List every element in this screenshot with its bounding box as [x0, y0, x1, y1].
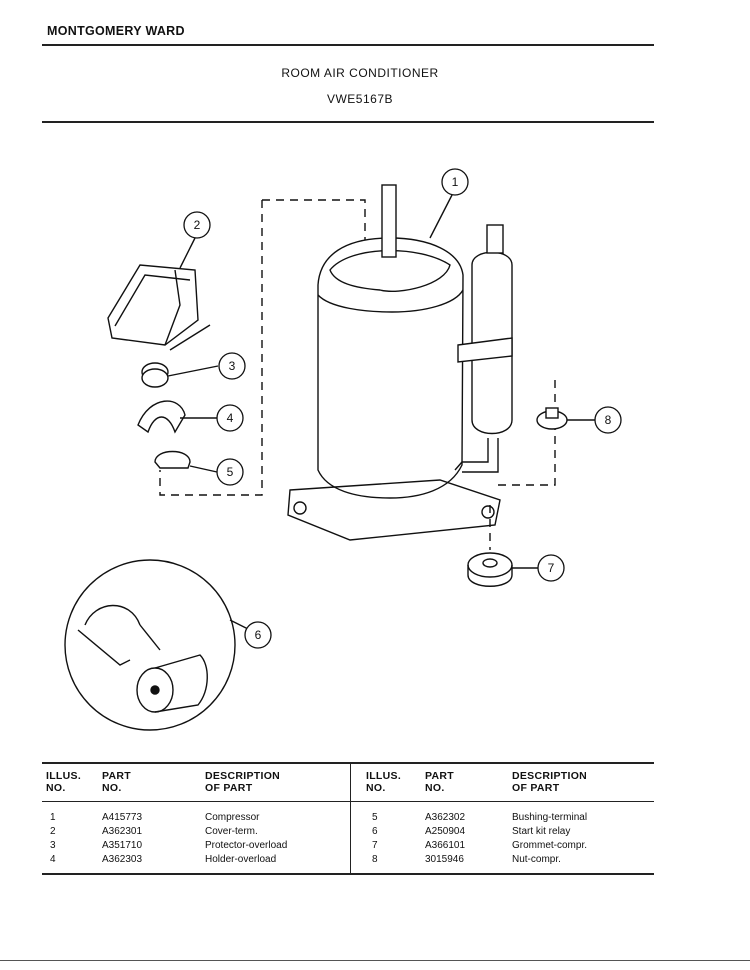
table-row-desc: Nut-compr. [512, 854, 561, 865]
table-row-illus: 2 [50, 826, 56, 837]
table-row-desc: Protector-overload [205, 840, 288, 851]
table-row-desc: Compressor [205, 812, 260, 823]
table-row-illus: 8 [372, 854, 378, 865]
callout-4: 4 [227, 411, 234, 425]
leader-lines [179, 194, 453, 269]
callout-8: 8 [605, 413, 612, 427]
table-row-part: A362301 [102, 826, 143, 837]
table-row-illus: 4 [50, 854, 56, 865]
table-row-illus: 6 [372, 826, 378, 837]
table-row-illus: 3 [50, 840, 56, 851]
callout-5: 5 [227, 465, 234, 479]
table-row-illus: 5 [372, 812, 378, 823]
table-row-part: A362302 [425, 812, 466, 823]
header-rule [42, 44, 654, 46]
grommet-illustration [467, 552, 538, 587]
compressor-illustration [287, 184, 513, 541]
table-row-illus: 1 [50, 812, 56, 823]
table-top-rule [42, 762, 654, 764]
model-number: VWE5167B [326, 92, 394, 106]
table-divider [350, 762, 352, 874]
table-row-desc: Grommet-compr. [512, 840, 588, 851]
title-rule [42, 121, 654, 123]
terminal-cover-illustration [107, 264, 211, 351]
table-row-part: A415773 [102, 812, 143, 823]
page-title: ROOM AIR CONDITIONER [281, 66, 439, 80]
table-row-desc: Bushing-terminal [512, 812, 588, 823]
header-illus-right: ILLUS.NO. [366, 770, 402, 794]
header-illus: ILLUS.NO. [46, 770, 82, 794]
header-rule-bottom [42, 801, 654, 802]
page-footer-rule [0, 960, 750, 961]
table-row-desc: Start kit relay [512, 826, 571, 837]
callout-6: 6 [255, 628, 262, 642]
table-row-desc: Holder-overload [205, 854, 277, 865]
dashed-group-left [159, 199, 366, 496]
table-row-part: 3015946 [425, 854, 464, 865]
overload-protector-illustration [141, 362, 219, 388]
callout-7: 7 [548, 561, 555, 575]
bushing-terminal-illustration [154, 450, 218, 473]
table-row-illus: 7 [372, 840, 378, 851]
table-bottom-rule [42, 873, 654, 875]
brand-name: MONTGOMERY WARD [47, 24, 185, 38]
table-row-desc: Cover-term. [205, 826, 258, 837]
table-row-part: A351710 [102, 840, 143, 851]
start-kit-relay-illustration [64, 559, 251, 731]
table-row-part: A366101 [425, 840, 466, 851]
callout-3: 3 [229, 359, 236, 373]
callout-2: 2 [194, 218, 201, 232]
nut-illustration [536, 407, 595, 430]
callout-1: 1 [452, 175, 459, 189]
table-row-part: A250904 [425, 826, 466, 837]
callout-circles [183, 168, 622, 649]
exploded-parts-diagram: 1 2 3 4 5 6 7 8 [64, 168, 622, 731]
holder-overload-illustration [137, 400, 217, 434]
table-row-part: A362303 [102, 854, 143, 865]
